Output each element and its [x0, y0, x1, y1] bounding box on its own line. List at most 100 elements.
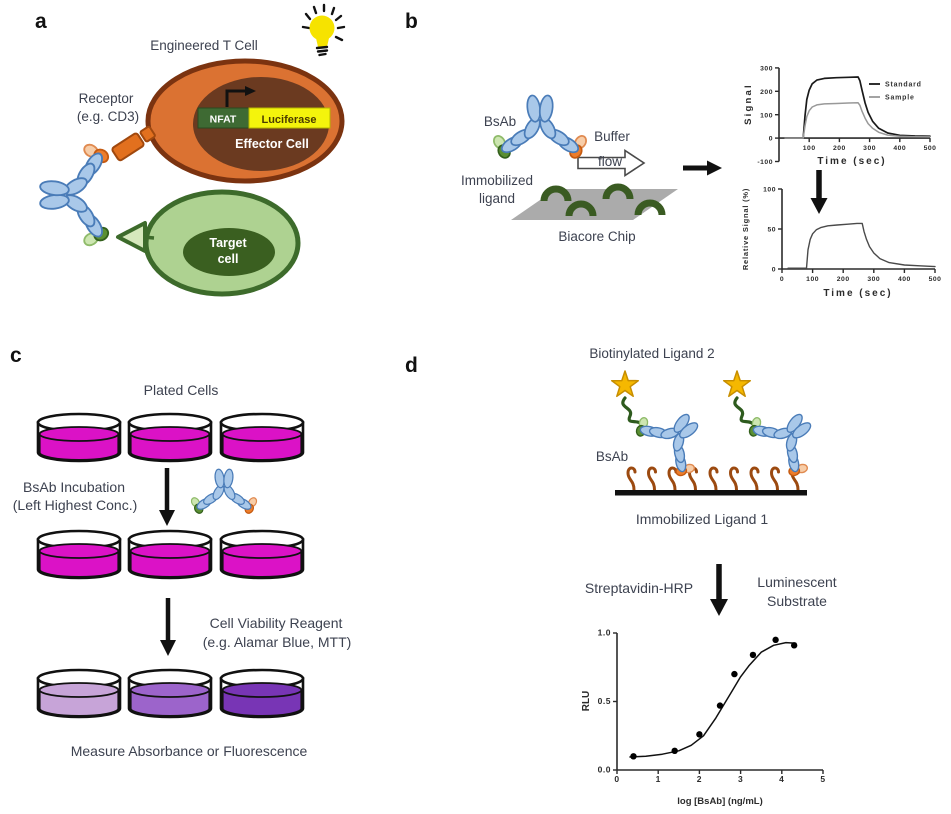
- biacore-chip-label: Biacore Chip: [558, 229, 635, 244]
- bsab-antibody-icon: [748, 413, 812, 477]
- fit-line: [629, 641, 797, 758]
- chip-ligand-arc-icon: [634, 199, 666, 216]
- ligand1-hook-icon: [728, 466, 739, 492]
- y-tick-label: 0.0: [598, 765, 611, 775]
- x-tick-label: 400: [898, 276, 911, 283]
- streptavidin-hrp-label: Streptavidin-HRP: [585, 580, 693, 596]
- nfat-label: NFAT: [210, 114, 237, 126]
- antibody-domain: [39, 180, 70, 197]
- immobilized-ligand1-hooks: [626, 466, 801, 492]
- x-tick-label: 5: [820, 774, 825, 784]
- luciferase-label: Luciferase: [261, 114, 316, 126]
- surface-bar: [615, 490, 807, 496]
- bsab-label-d: BsAb: [596, 449, 628, 464]
- chip-ligand-arc-icon: [565, 200, 597, 217]
- immobilized-ligand-label-line1: Immobilized: [461, 173, 533, 188]
- y-tick-label: 200: [760, 89, 773, 96]
- culture-dish: [36, 529, 122, 580]
- effector-cell-label: Effector Cell: [235, 137, 309, 151]
- series-line: [787, 222, 936, 269]
- x-tick-label: 200: [837, 276, 850, 283]
- x-tick-label: 3: [738, 774, 743, 784]
- x-tick-label: 500: [929, 276, 942, 283]
- y-tick-label: 0.5: [598, 696, 611, 706]
- dish-liquid-surface: [129, 543, 211, 559]
- dish-liquid-surface: [38, 682, 120, 698]
- biotin-star-icon: [610, 370, 640, 398]
- antibody-domain: [223, 468, 234, 489]
- flow-label: flow: [598, 154, 622, 169]
- c-down-arrow-1-icon: [159, 468, 175, 526]
- x-tick-label: 4: [779, 774, 784, 784]
- panel-b: b BsAb Buffer flow Immobilized ligand Bi…: [405, 10, 941, 299]
- culture-dish: [127, 668, 213, 719]
- x-axis-label: log [BsAb] (ng/mL): [677, 796, 762, 807]
- culture-dish: [219, 529, 305, 580]
- luminescent-label-line2: Substrate: [767, 593, 827, 609]
- ligand1-hook-icon: [646, 466, 657, 492]
- x-axis-label: Time (sec): [823, 288, 892, 299]
- panel-d-label: d: [405, 354, 418, 377]
- y-tick-label: 50: [767, 227, 776, 234]
- culture-dish: [219, 668, 305, 719]
- down-arrow-between-plots-icon: [810, 170, 828, 214]
- y-tick-label: 100: [760, 112, 773, 119]
- bsab-label-b: BsAb: [484, 114, 516, 129]
- bsab-incubation-label-line1: BsAb Incubation: [23, 479, 125, 495]
- target-cell-label-line1: Target: [209, 236, 247, 250]
- antibodies: [39, 94, 812, 514]
- x-tick-label: 300: [867, 276, 880, 283]
- x-tick-label: 0: [780, 276, 784, 283]
- data-point: [731, 670, 738, 678]
- antibody-domain: [538, 94, 554, 123]
- d-down-arrow-icon: [710, 564, 728, 616]
- x-tick-label: 100: [803, 145, 816, 152]
- panel-c: c Plated Cells BsAb Incubation (Left Hig…: [10, 344, 351, 759]
- chip-ligand-arcs: [540, 183, 666, 217]
- bsab-antibody-icon: [635, 413, 699, 477]
- data-point: [772, 636, 779, 644]
- engineered-t-cell-label: Engineered T Cell: [150, 38, 258, 53]
- immobilized-ligand-label-line2: ligand: [479, 191, 515, 206]
- lightbulb-icon: [301, 3, 346, 57]
- bsab-antibody-icon: [493, 94, 587, 159]
- panel-b-label: b: [405, 10, 418, 33]
- data-point: [671, 747, 678, 755]
- panel-a-label: a: [35, 10, 47, 33]
- bsab-incubation-label-line2: (Left Highest Conc.): [13, 497, 138, 513]
- bsab-antibody-icon: [190, 468, 258, 514]
- target-cell-label-line2: cell: [218, 252, 239, 266]
- ligand2-squiggle-icon: [621, 396, 643, 426]
- y-axis-label: RLU: [581, 691, 592, 712]
- luciferase-box: [248, 107, 331, 129]
- chip-ligand-arc-icon: [540, 185, 572, 202]
- panel-c-label: c: [10, 344, 22, 367]
- receptor-label-line2: (e.g. CD3): [77, 109, 139, 124]
- y-tick-label: -100: [757, 159, 773, 166]
- right-arrow-icon: [683, 160, 722, 176]
- biotin-stars: [610, 370, 752, 398]
- ligand2-squiggle-icon: [733, 396, 755, 426]
- bsab-antibody-icon: [39, 143, 110, 247]
- ligand1-hook-icon: [749, 466, 760, 492]
- series-line: [784, 76, 931, 139]
- data-point: [630, 753, 637, 760]
- y-tick-label: 100: [763, 187, 776, 194]
- chip-ligand-arc-icon: [602, 183, 634, 200]
- buffer-label: Buffer: [594, 129, 630, 144]
- x-tick-label: 400: [893, 145, 906, 152]
- antibody-domain: [792, 422, 812, 439]
- plated-cells-label: Plated Cells: [144, 382, 219, 398]
- y-tick-label: 0: [769, 136, 773, 143]
- dish-liquid-surface: [38, 426, 120, 442]
- dish-liquid-surface: [221, 682, 303, 698]
- dish-liquid-surface: [38, 543, 120, 559]
- series-line: [784, 102, 931, 139]
- dish-liquid-surface: [129, 682, 211, 698]
- luminescent-label-line1: Luminescent: [757, 574, 836, 590]
- culture-dish: [36, 668, 122, 719]
